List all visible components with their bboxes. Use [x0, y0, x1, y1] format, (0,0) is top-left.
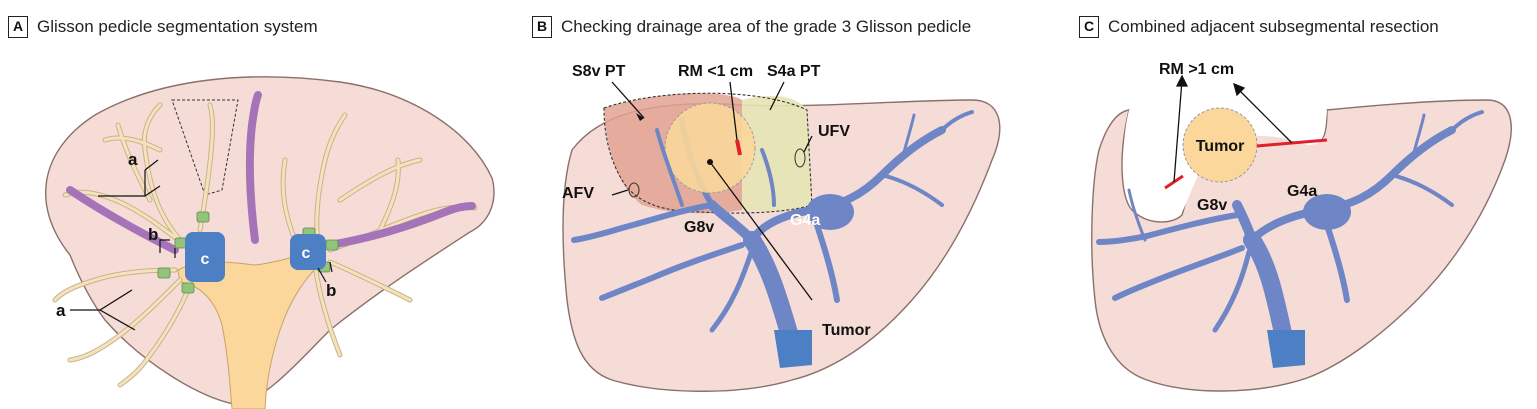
label-g8v: G8v — [684, 219, 714, 236]
label-g8v-c: G8v — [1197, 197, 1227, 214]
panel-b-diagram: S8v PT RM <1 cm S4a PT UFV AFV G8v G4a T… — [562, 63, 1001, 392]
label-tumor-c: Tumor — [1196, 138, 1245, 155]
panel-c: C Combined adjacent subsegmental resecti… — [1037, 0, 1537, 409]
arrowhead-s8v — [636, 113, 644, 121]
hepatic-veins-purple — [66, 91, 476, 254]
drainage-dashed-border — [603, 92, 813, 214]
afv-marker — [628, 182, 640, 198]
panel-a: A Glisson pedicle segmentation system — [0, 0, 512, 409]
c-marker-left — [185, 232, 225, 282]
leader-lines-a — [70, 159, 333, 331]
drainage-vein-tips — [655, 128, 776, 207]
ivc-stub — [774, 330, 812, 368]
label-ufv: UFV — [818, 123, 850, 140]
ufv-marker — [794, 148, 806, 168]
leader-lines-b — [611, 81, 813, 301]
resection-cavity — [1123, 102, 1327, 220]
rm-arrows — [1173, 74, 1293, 183]
panel-a-letter: A — [8, 16, 28, 38]
glisson-trunk — [177, 247, 323, 409]
label-tumor-b: Tumor — [822, 322, 871, 339]
dashed-subsegment-area — [171, 99, 239, 196]
panel-c-title: Combined adjacent subsegmental resection — [1108, 17, 1439, 36]
liver-outline — [45, 76, 495, 406]
label-g4a-c: G4a — [1287, 183, 1317, 200]
rm-red-mark — [735, 139, 742, 156]
label-afv: AFV — [562, 185, 594, 202]
label-c-left: c — [201, 251, 210, 268]
label-rm-c: RM >1 cm — [1159, 61, 1234, 78]
label-rm-b: RM <1 cm — [678, 63, 753, 80]
g4a-bulb — [1303, 194, 1351, 230]
panel-c-header: C Combined adjacent subsegmental resecti… — [1079, 16, 1439, 38]
panel-a-diagram: c c a a b b — [45, 76, 495, 409]
panel-a-title: Glisson pedicle segmentation system — [37, 17, 318, 36]
label-c-right: c — [302, 245, 311, 262]
panel-a-header: A Glisson pedicle segmentation system — [8, 16, 318, 38]
label-s8v-pt: S8v PT — [572, 63, 626, 80]
label-b-left: b — [148, 225, 158, 244]
g4a-bulb — [806, 194, 854, 230]
panel-b-header: B Checking drainage area of the grade 3 … — [532, 16, 971, 38]
panel-c-diagram: Tumor RM >1 cm G8v G4a — [1091, 61, 1512, 392]
panel-b-letter: B — [532, 16, 552, 38]
label-b-right: b — [326, 281, 336, 300]
ivc-stub — [1267, 330, 1305, 368]
panel-b-title: Checking drainage area of the grade 3 Gl… — [561, 17, 972, 36]
label-g4a: G4a — [790, 212, 820, 229]
c-marker-right — [290, 234, 326, 270]
label-s4a-pt: S4a PT — [767, 63, 821, 80]
panel-b: B Checking drainage area of the grade 3 … — [512, 0, 1037, 409]
green-markers — [157, 211, 339, 294]
label-a-upper: a — [128, 150, 138, 169]
panel-c-letter: C — [1079, 16, 1099, 38]
tumor-circle — [664, 102, 756, 194]
label-a-lower: a — [56, 301, 66, 320]
s4a-pt-region — [742, 95, 812, 212]
